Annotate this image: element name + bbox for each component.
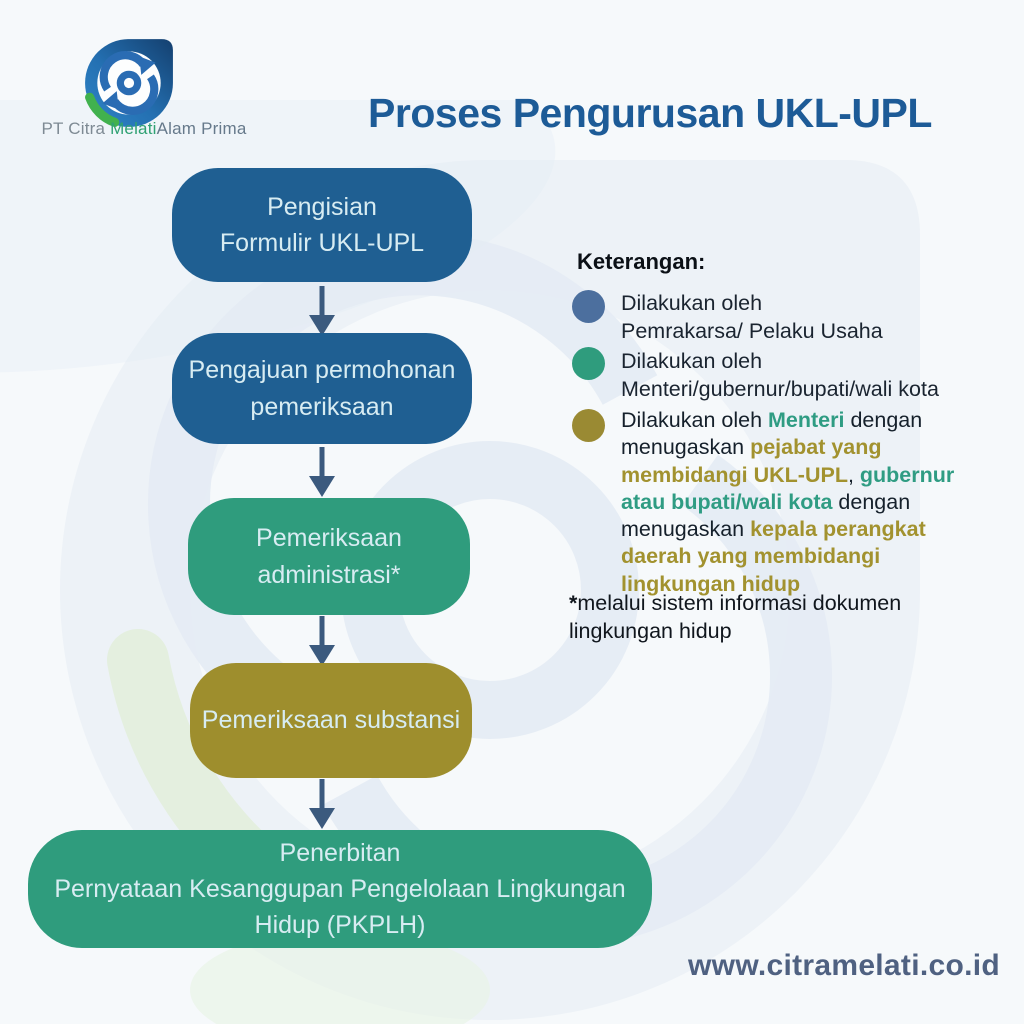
legend-3-seg-kepala-perangkat: kepala perangkat daerah yang membidangi …: [621, 517, 926, 596]
flow-step-penerbitan-pkplh: Penerbitan Pernyataan Kesanggupan Pengel…: [28, 830, 652, 948]
flow-step-pengajuan-permohonan: Pengajuan permohonan pemeriksaan: [172, 333, 472, 444]
legend-item-menteri-gubernur: Dilakukan oleh Menteri/gubernur/bupati/w…: [621, 349, 939, 402]
legend-3-seg-normal: Dilakukan oleh: [621, 408, 769, 432]
flow-arrow-1: [309, 286, 335, 336]
legend-dot-pemrakarsa: [572, 290, 605, 323]
legend-heading: Keterangan:: [577, 249, 706, 274]
flow-step-pemeriksaan-substansi: Pemeriksaan substansi: [190, 663, 472, 778]
company-name-part1: PT Citra: [41, 119, 111, 138]
page-title: Proses Pengurusan UKL-UPL: [368, 90, 932, 136]
company-logo: [82, 36, 176, 130]
flow-arrow-4: [309, 779, 335, 829]
legend-3-seg-pejabat: pejabat yang membidangi UKL-UPL: [621, 435, 882, 487]
legend-3-seg-normal: dengan menugaskan: [621, 489, 911, 542]
legend-3-seg-normal: dengan menugaskan: [621, 408, 923, 460]
legend-item-pemrakarsa: Dilakukan oleh Pemrakarsa/ Pelaku Usaha: [621, 291, 883, 344]
company-name: PT Citra MelatiAlam Prima: [26, 119, 262, 139]
flow-step-pengisian-formulir: Pengisian Formulir UKL-UPL: [172, 168, 472, 282]
legend-3-seg-normal: ,: [847, 462, 860, 487]
legend-item-menteri-menugaskan: Dilakukan oleh Menteri dengan menugaskan…: [621, 407, 961, 598]
legend-dot-menteri-menugaskan: [572, 409, 605, 442]
company-name-part3: Alam Prima: [156, 119, 247, 138]
legend-3-seg-menteri: Menteri: [768, 408, 845, 432]
website-url: www.citramelati.co.id: [688, 949, 1000, 982]
footnote-text: melalui sistem informasi dokumen lingkun…: [569, 591, 902, 644]
flow-step-pemeriksaan-administrasi: Pemeriksaan administrasi*: [188, 498, 470, 615]
footnote: *melalui sistem informasi dokumen lingku…: [569, 589, 949, 646]
footnote-asterisk: *: [569, 591, 578, 615]
legend-3-seg-gubernur: gubernur atau bupati/wali kota: [621, 462, 955, 514]
flow-arrow-2: [309, 447, 335, 497]
company-name-part2: Melati: [110, 119, 157, 138]
flow-arrow-3: [309, 616, 335, 666]
legend-dot-menteri-gubernur: [572, 347, 605, 380]
logo-icon: [85, 39, 173, 127]
